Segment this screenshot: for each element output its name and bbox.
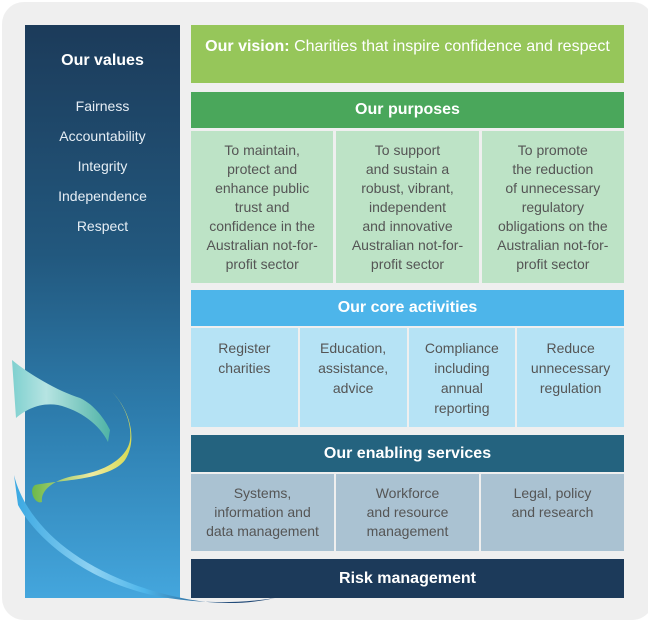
purposes-header: Our purposes: [191, 92, 624, 128]
purpose-cell: To support and sustain a robust, vibrant…: [336, 131, 479, 283]
enabling-cell: Systems, information and data management: [191, 474, 334, 551]
vision-text: Charities that inspire confidence and re…: [289, 38, 610, 55]
activity-cell: Compliance including annual reporting: [408, 328, 516, 427]
purpose-cell: To promote the reduction of unnecessary …: [481, 131, 624, 283]
risk-management-banner: Risk management: [191, 559, 624, 598]
activity-cell: Register charities: [191, 328, 298, 427]
values-column: Our values Fairness Accountability Integ…: [25, 25, 180, 598]
value-item: Accountability: [59, 128, 146, 144]
purposes-row: To maintain, protect and enhance public …: [191, 131, 624, 283]
enabling-cell: Legal, policy and research: [481, 474, 624, 551]
activities-header: Our core activities: [191, 290, 624, 326]
value-item: Respect: [76, 218, 129, 234]
enabling-header: Our enabling services: [191, 435, 624, 472]
values-list: Fairness Accountability Integrity Indepe…: [25, 97, 180, 247]
activities-row: Register charities Education, assistance…: [191, 328, 624, 427]
activity-cell: Education, assistance, advice: [299, 328, 407, 427]
values-title: Our values: [61, 52, 144, 69]
vision-banner: Our vision: Charities that inspire confi…: [191, 25, 624, 83]
activity-cell: Reduce unnecessary regulation: [517, 328, 624, 427]
value-item: Integrity: [77, 158, 128, 174]
vision-label: Our vision:: [205, 38, 290, 55]
enabling-cell: Workforce and resource management: [336, 474, 479, 551]
purpose-cell: To maintain, protect and enhance public …: [191, 131, 334, 283]
enabling-row: Systems, information and data management…: [191, 474, 624, 551]
value-item: Fairness: [75, 98, 130, 114]
value-item: Independence: [58, 188, 147, 204]
